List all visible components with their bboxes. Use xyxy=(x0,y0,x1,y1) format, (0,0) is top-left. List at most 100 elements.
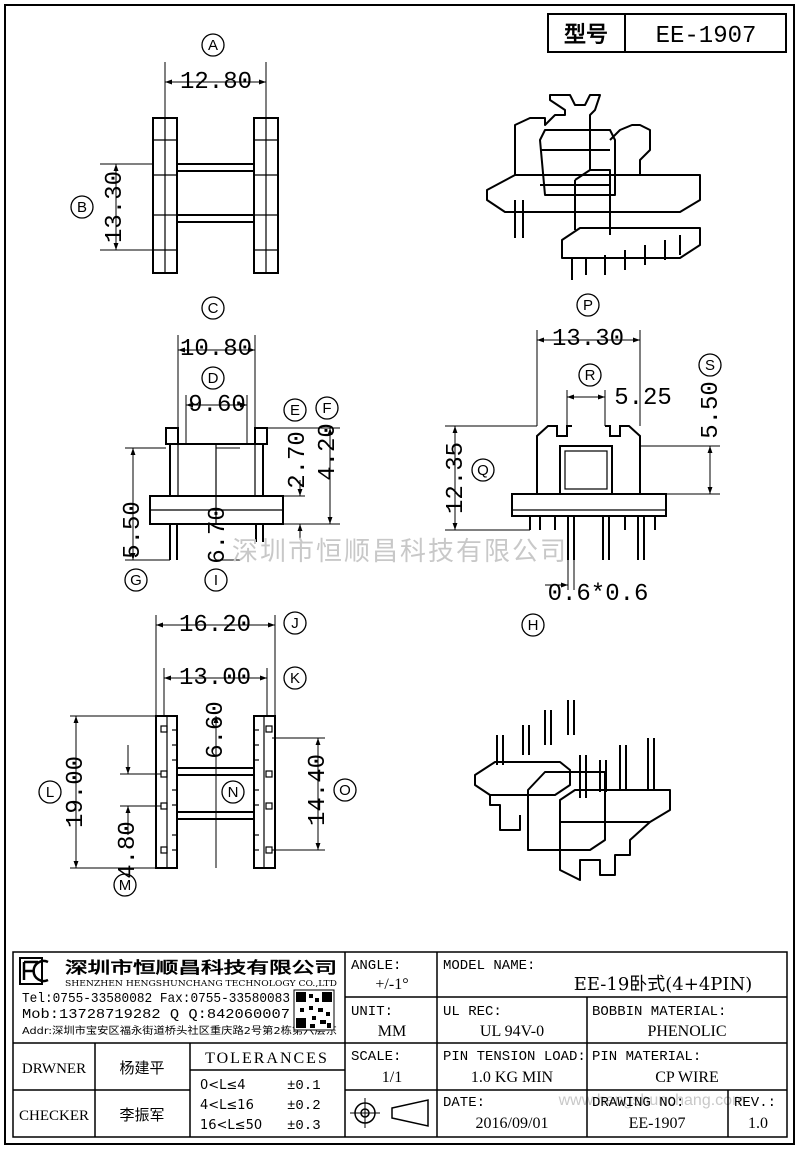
dim-Q-value: 12.35 xyxy=(443,442,470,514)
dim-S-value: 5.50 xyxy=(698,381,725,439)
dim-A-value: 12.80 xyxy=(180,69,252,96)
view-side xyxy=(149,427,284,560)
tol-row-3-value: ±0.3 xyxy=(287,1118,321,1134)
marker-P: P xyxy=(576,293,600,317)
dim-G-value: 5.50 xyxy=(120,501,147,559)
view-top xyxy=(152,117,279,274)
svg-text:I: I xyxy=(214,572,218,589)
model-name-label: MODEL NAME: xyxy=(443,958,535,974)
pin-material-label: PIN MATERIAL: xyxy=(592,1049,701,1065)
marker-E: E xyxy=(283,398,307,422)
marker-J: J xyxy=(283,611,307,635)
checker-label: CHECKER xyxy=(19,1108,89,1124)
dim-R-value: 5.25 xyxy=(614,385,672,412)
dim-J-value: 16.20 xyxy=(179,612,251,639)
company-address: Addr:深圳市宝安区福永街道桥头社区重庆路2号第2栋第六层东 xyxy=(22,1024,337,1037)
company-logo xyxy=(19,957,49,985)
angle-value: +/-1° xyxy=(375,976,408,993)
drawing-border xyxy=(4,4,795,1145)
marker-N: N xyxy=(221,780,245,804)
tol-row-3-range: 16<L≤50 xyxy=(200,1118,262,1133)
scale-value: 1/1 xyxy=(382,1069,402,1086)
svg-text:P: P xyxy=(583,297,593,314)
checker-value: 李振军 xyxy=(119,1106,164,1124)
ul-rec-value: UL 94V-0 xyxy=(480,1023,544,1040)
date-label: DATE: xyxy=(443,1095,485,1111)
svg-text:Q: Q xyxy=(477,462,489,479)
company-name-en: SHENZHEN HENGSHUNCHANG TECHNOLOGY CO.,LT… xyxy=(65,979,337,988)
view-side-dims xyxy=(125,335,340,561)
drawing-no-label: DRAWING NO: xyxy=(592,1095,684,1111)
projection-symbol-icon xyxy=(350,1098,429,1128)
svg-text:S: S xyxy=(705,357,715,374)
company-name-cn: 深圳市恒顺昌科技有限公司 xyxy=(65,958,337,977)
svg-text:C: C xyxy=(208,300,219,317)
markers: A B C D E F G I P R S Q H J K L N O M xyxy=(38,33,722,897)
svg-text:A: A xyxy=(208,37,218,54)
dim-O-value: 14.40 xyxy=(305,754,332,826)
tol-row-2-range: 4<L≤16 xyxy=(200,1098,254,1113)
company-tel-fax: Tel:0755-33580082 Fax:0755-33580083 xyxy=(22,991,290,1007)
view-front xyxy=(511,425,667,560)
dim-D-value: 9.60 xyxy=(188,392,246,419)
marker-F: F xyxy=(315,396,339,420)
pin-tension-value: 1.0 KG MIN xyxy=(471,1069,554,1086)
isometric-view-bottom xyxy=(474,700,671,881)
view-bottom-dims xyxy=(70,615,325,869)
marker-G: G xyxy=(124,568,148,592)
bobbin-material-value: PHENOLIC xyxy=(647,1023,726,1040)
svg-text:L: L xyxy=(46,784,54,801)
view-bottom xyxy=(155,715,276,869)
bobbin-material-label: BOBBIN MATERIAL: xyxy=(592,1004,726,1020)
svg-text:F: F xyxy=(322,400,331,417)
marker-A: A xyxy=(201,33,225,57)
dim-N-value: 6.60 xyxy=(203,701,230,759)
drawner-value: 杨建平 xyxy=(119,1059,164,1077)
marker-Q: Q xyxy=(471,458,495,482)
marker-I: I xyxy=(204,568,228,592)
dim-C-value: 10.80 xyxy=(180,336,252,363)
header-type-label: 型号 xyxy=(564,23,608,48)
watermark-url: www.hengshunchang.com xyxy=(558,1092,746,1109)
svg-text:H: H xyxy=(528,617,539,634)
tol-row-1-range: 0<L≤4 xyxy=(200,1078,246,1093)
tol-row-1-value: ±0.1 xyxy=(287,1078,321,1094)
drawner-label: DRWNER xyxy=(22,1061,86,1077)
dim-H-value: 0.6*0.6 xyxy=(548,581,649,608)
drawing-no-value: EE-1907 xyxy=(629,1115,686,1132)
marker-O: O xyxy=(333,778,357,802)
scale-label: SCALE: xyxy=(351,1049,401,1065)
dim-F-value: 4.20 xyxy=(315,423,342,481)
unit-value: MM xyxy=(378,1023,406,1040)
marker-B: B xyxy=(70,195,94,219)
model-name-value: EE-19卧式(4+4PIN) xyxy=(574,974,753,995)
dim-B-value: 13.30 xyxy=(102,171,129,243)
angle-label: ANGLE: xyxy=(351,958,401,974)
marker-L: L xyxy=(38,780,62,804)
view-top-dims xyxy=(100,62,267,251)
dim-E-value: 2.70 xyxy=(285,431,312,489)
isometric-view-top xyxy=(486,94,701,280)
header-model: EE-1907 xyxy=(656,23,757,50)
dim-L-value: 19.00 xyxy=(63,756,90,828)
marker-S: S xyxy=(698,353,722,377)
header-model-box: 型号 EE-1907 xyxy=(547,13,787,53)
qr-code-icon xyxy=(293,989,335,1031)
svg-text:D: D xyxy=(208,370,219,387)
svg-text:B: B xyxy=(77,199,87,216)
pin-material-value: CP WIRE xyxy=(655,1069,719,1086)
dim-K-value: 13.00 xyxy=(179,665,251,692)
company-mob-qq: Mob:13728719282 Q Q:842060007 xyxy=(22,1007,290,1023)
svg-text:M: M xyxy=(119,877,132,894)
marker-K: K xyxy=(283,666,307,690)
marker-R: R xyxy=(578,363,602,387)
svg-text:E: E xyxy=(290,402,300,419)
svg-text:J: J xyxy=(291,615,299,632)
dim-I-value: 6.70 xyxy=(205,506,232,564)
date-value: 2016/09/01 xyxy=(476,1115,549,1132)
svg-text:G: G xyxy=(130,572,142,589)
rev-value: 1.0 xyxy=(748,1115,768,1132)
dim-P-value: 13.30 xyxy=(552,326,624,353)
marker-C: C xyxy=(201,296,225,320)
